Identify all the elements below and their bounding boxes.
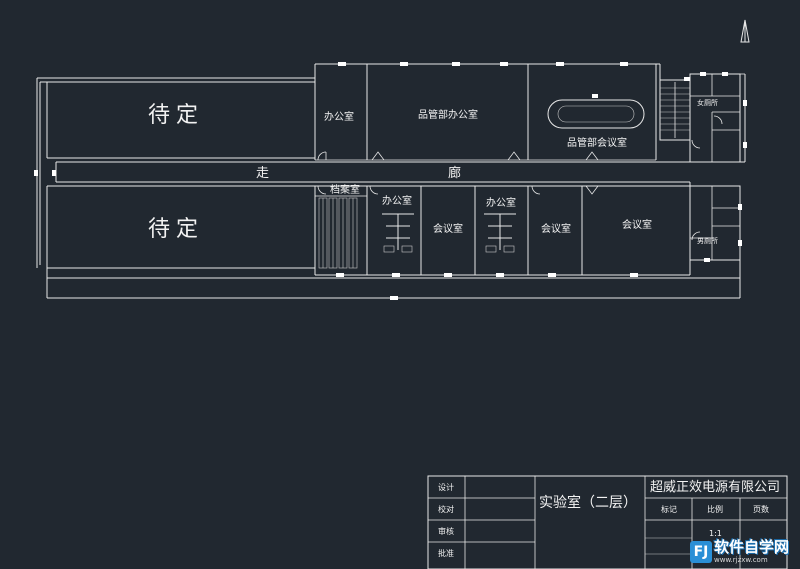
room-label-meeting-2: 会议室 xyxy=(541,222,571,235)
room-label-meeting-3: 会议室 xyxy=(622,218,652,231)
room-label-qa-office: 品管部办公室 xyxy=(418,108,478,121)
corridor-label-b: 廊 xyxy=(448,165,461,181)
watermark-text: 软件自学网 www.rjzxw.com xyxy=(714,540,789,564)
watermark-url: www.rjzxw.com xyxy=(714,556,768,564)
watermark-badge-icon: FJ xyxy=(690,541,712,563)
title-block-mark-label: 标记 xyxy=(661,504,677,514)
title-block-row-review: 审核 xyxy=(438,526,454,536)
room-label-tbd-upper: 待定 xyxy=(148,103,204,128)
upper-rooms xyxy=(315,99,656,161)
watermark-logo: FJ 软件自学网 www.rjzxw.com xyxy=(690,537,798,567)
windows xyxy=(34,62,747,300)
watermark-main: 软件自学网 xyxy=(714,538,790,556)
desk-cluster-2 xyxy=(484,213,516,253)
corridor-label-a: 走 xyxy=(256,166,269,181)
company-name: 超威正效电源有限公司 xyxy=(650,480,780,495)
title-block-row-approve: 批准 xyxy=(438,548,454,558)
building-outline xyxy=(36,63,745,299)
title-block-scale-label: 比例 xyxy=(707,504,723,514)
title-block-row-design: 设计 xyxy=(438,482,454,492)
room-label-office-1: 办公室 xyxy=(324,110,354,123)
lower-rooms xyxy=(315,186,583,275)
title-block-scale-value: 1:1 xyxy=(709,529,722,538)
room-label-archive: 档案室 xyxy=(330,183,360,196)
room-label-meeting-1: 会议室 xyxy=(433,222,463,235)
room-label-qa-meeting: 品管部会议室 xyxy=(567,136,627,149)
desk-cluster-1 xyxy=(382,213,414,253)
title-block-page-label: 页数 xyxy=(753,504,769,514)
room-label-tbd-lower: 待定 xyxy=(148,217,204,242)
north-arrow-icon xyxy=(740,19,750,43)
room-label-office-2: 办公室 xyxy=(382,194,412,207)
doors xyxy=(317,115,723,241)
drawing-title: 实验室（二层） xyxy=(539,494,637,511)
room-label-restroom-lower: 男厕所 xyxy=(697,236,718,245)
room-label-office-3: 办公室 xyxy=(486,196,516,209)
title-block-row-check: 校对 xyxy=(438,504,454,514)
room-label-restroom-upper: 女厕所 xyxy=(697,98,718,107)
title-block xyxy=(427,475,788,569)
